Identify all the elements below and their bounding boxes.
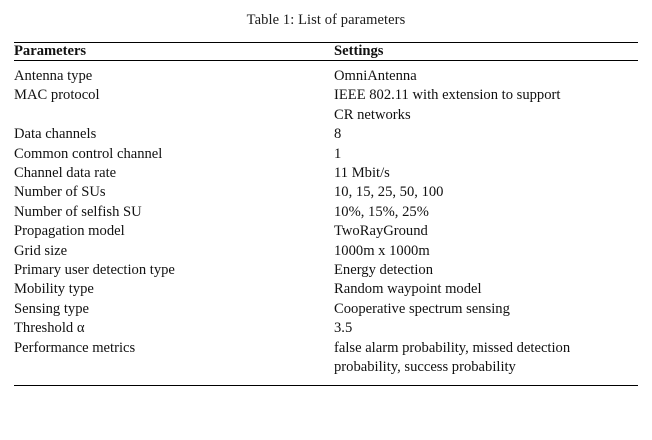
cell-setting-line1: 10, 15, 25, 50, 100 xyxy=(334,184,444,201)
cell-setting-line1: Random waypoint model xyxy=(334,281,482,298)
cell-parameter: Threshold α xyxy=(14,320,85,337)
table-row: Number of SUs 10, 15, 25, 50, 100 xyxy=(14,183,638,202)
cell-setting-line2: probability, success probability xyxy=(334,359,516,376)
table-row: Data channels 8 xyxy=(14,125,638,144)
cell-setting: 3.5 xyxy=(334,319,638,338)
table-head: Parameters Settings xyxy=(14,42,638,61)
cell-parameter: MAC protocol xyxy=(14,87,100,104)
table-row: Mobility type Random waypoint model xyxy=(14,280,638,299)
cell-setting-line1: 10%, 15%, 25% xyxy=(334,203,429,220)
cell-setting-line1: 11 Mbit/s xyxy=(334,165,390,182)
table-container: Parameters Settings Antenna type OmniAnt… xyxy=(14,42,638,386)
cell-setting: TwoRayGround xyxy=(334,222,638,241)
cell-setting-line2: CR networks xyxy=(334,106,411,123)
cell-setting-line1: 1 xyxy=(334,145,342,162)
cell-setting-line1: 1000m x 1000m xyxy=(334,242,430,259)
cell-setting: 8 xyxy=(334,125,638,144)
cell-setting: false alarm probability, missed detectio… xyxy=(334,338,638,386)
cell-setting: Random waypoint model xyxy=(334,280,638,299)
cell-parameter: Mobility type xyxy=(14,281,94,298)
table-body: Antenna type OmniAntenna MAC protocol IE… xyxy=(14,61,638,386)
cell-parameter: Data channels xyxy=(14,126,97,143)
cell-setting-line1: 8 xyxy=(334,126,342,143)
table-row: Common control channel 1 xyxy=(14,145,638,164)
column-header-settings: Settings xyxy=(334,42,638,61)
table-header-row: Parameters Settings xyxy=(14,42,638,61)
table-caption: Table 1: List of parameters xyxy=(246,12,406,28)
cell-parameter: Performance metrics xyxy=(14,338,334,386)
cell-setting: 1000m x 1000m xyxy=(334,242,638,261)
cell-parameter: Number of SUs xyxy=(14,184,106,201)
table-row: Sensing type Cooperative spectrum sensin… xyxy=(14,300,638,319)
cell-parameter: Primary user detection type xyxy=(14,262,175,279)
cell-setting-line1: Energy detection xyxy=(334,262,434,279)
cell-parameter: Grid size xyxy=(14,242,68,259)
cell-setting-line1: TwoRayGround xyxy=(334,223,428,240)
cell-setting: OmniAntenna xyxy=(334,61,638,87)
cell-setting-line1: Cooperative spectrum sensing xyxy=(334,300,510,317)
table-row: Threshold α 3.5 xyxy=(14,319,638,338)
cell-setting: 10%, 15%, 25% xyxy=(334,203,638,222)
table-row: Primary user detection type Energy detec… xyxy=(14,261,638,280)
table-row: Antenna type OmniAntenna xyxy=(14,61,638,87)
cell-parameter: Propagation model xyxy=(14,223,125,240)
parameters-table: Parameters Settings Antenna type OmniAnt… xyxy=(14,42,638,386)
cell-setting: Energy detection xyxy=(334,261,638,280)
cell-setting: 11 Mbit/s xyxy=(334,164,638,183)
cell-setting: 1 xyxy=(334,145,638,164)
cell-parameter: Antenna type xyxy=(14,68,93,84)
cell-setting-line1: OmniAntenna xyxy=(334,68,417,84)
table-row: Grid size 1000m x 1000m xyxy=(14,242,638,261)
table-row: Channel data rate 11 Mbit/s xyxy=(14,164,638,183)
cell-setting-line1: 3.5 xyxy=(334,320,353,337)
cell-setting-line1: false alarm probability, missed detectio… xyxy=(334,339,571,356)
cell-setting-line1: IEEE 802.11 with extension to support xyxy=(334,87,561,104)
cell-parameter: Number of selfish SU xyxy=(14,203,142,220)
column-header-parameters: Parameters xyxy=(14,42,334,61)
table-row: Performance metrics false alarm probabil… xyxy=(14,338,638,386)
cell-parameter: Sensing type xyxy=(14,300,89,317)
cell-setting: 10, 15, 25, 50, 100 xyxy=(334,183,638,202)
cell-parameter: Channel data rate xyxy=(14,165,117,182)
table-row: Number of selfish SU 10%, 15%, 25% xyxy=(14,203,638,222)
cell-setting: IEEE 802.11 with extension to support CR… xyxy=(334,86,638,125)
table-row: MAC protocol IEEE 802.11 with extension … xyxy=(14,86,638,125)
cell-setting: Cooperative spectrum sensing xyxy=(334,300,638,319)
document-page: Table 1: List of parameters Parameters S… xyxy=(0,12,652,440)
cell-parameter: Common control channel xyxy=(14,145,163,162)
table-row: Propagation model TwoRayGround xyxy=(14,222,638,241)
